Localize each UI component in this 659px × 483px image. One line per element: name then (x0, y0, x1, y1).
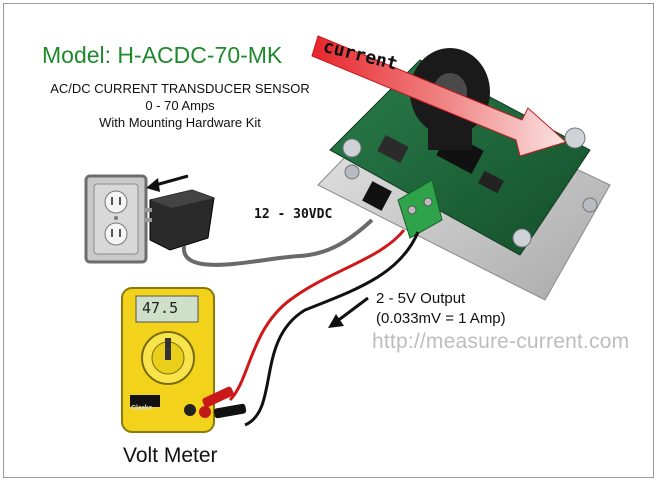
terminal-block (397, 179, 443, 239)
description-line-3: With Mounting Hardware Kit (99, 115, 261, 130)
description-line-1: AC/DC CURRENT TRANSDUCER SENSOR (50, 81, 310, 96)
power-input-label: 12 - 30VDC (254, 207, 333, 222)
plug-arrow (146, 174, 189, 192)
test-probes (202, 386, 247, 419)
volt-meter-label: Volt Meter (123, 444, 218, 467)
model-title: Model: H-ACDC-70-MK (42, 42, 283, 68)
standoff-screws (342, 127, 598, 248)
meter-display-value: 47.5 (142, 299, 179, 317)
product-description: AC/DC CURRENT TRANSDUCER SENSOR 0 - 70 A… (20, 80, 340, 131)
description-line-2: 0 - 70 Amps (145, 98, 215, 113)
current-arrow (311, 35, 567, 157)
output-arrow (328, 296, 369, 328)
wall-outlet (84, 174, 148, 264)
volt-meter (121, 287, 215, 433)
red-lead-wire (228, 229, 406, 402)
output-line-1: 2 - 5V Output (376, 290, 466, 307)
power-jack (362, 181, 392, 211)
output-line-2: (0.033mV = 1 Amp) (376, 310, 506, 327)
output-label: 2 - 5V Output (0.033mV = 1 Amp) (376, 289, 506, 329)
meter-brand: Clarke (131, 405, 153, 412)
power-cable (181, 218, 374, 267)
power-adapter (144, 189, 215, 251)
website-url: http://measure-current.com (372, 330, 630, 353)
black-lead-wire (244, 231, 420, 427)
